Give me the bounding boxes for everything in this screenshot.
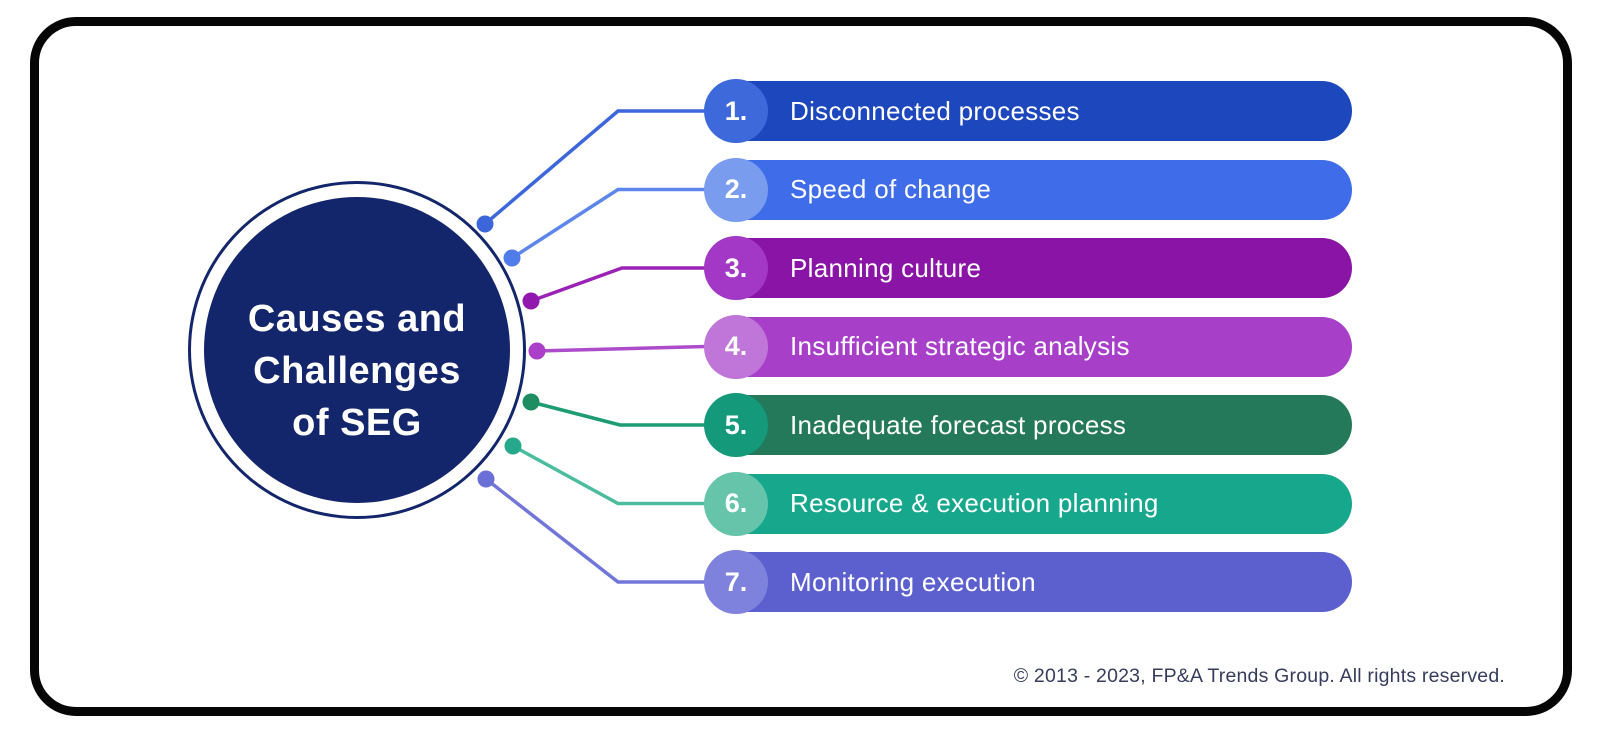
connector-line-7 [484, 477, 706, 584]
connector-dot-7 [477, 470, 495, 488]
cause-label-1: Disconnected processes [790, 95, 1080, 126]
connector-line-4 [536, 344, 707, 353]
cause-bar-7: 7. Monitoring execution [704, 550, 1352, 614]
cause-label-2: Speed of change [790, 174, 992, 204]
central-title: Causes and Challenges of SEG [248, 293, 466, 449]
connector-dot-2 [503, 249, 521, 267]
cause-bar-6: 6. Resource & execution planning [704, 471, 1352, 536]
connector-line-5 [530, 400, 706, 427]
cause-number-7: 7. [724, 566, 748, 597]
connector-dot-1 [476, 215, 494, 233]
connector-dot-4 [528, 342, 546, 360]
cause-bar-4: 4. Insufficient strategic analysis [704, 314, 1352, 379]
cause-number-3: 3. [724, 252, 748, 283]
outer-frame [30, 17, 1572, 716]
connector-line-6 [512, 444, 706, 506]
cause-number-2: 2. [724, 174, 748, 204]
cause-number-badge-4: 4. [704, 314, 768, 379]
cause-label-7: Monitoring execution [790, 566, 1036, 597]
cause-bar-1: 1. Disconnected processes [704, 79, 1352, 143]
cause-number-4: 4. [724, 331, 748, 361]
cause-bar-3: 3. Planning culture [704, 236, 1352, 300]
copyright-text: © 2013 - 2023, FP&A Trends Group. All ri… [1013, 665, 1505, 687]
cause-label-6: Resource & execution planning [790, 488, 1159, 518]
cause-label-3: Planning culture [790, 252, 982, 283]
cause-number-badge-2: 2. [704, 157, 768, 222]
cause-label-5: Inadequate forecast process [790, 409, 1127, 440]
cause-number-1: 1. [724, 95, 748, 126]
central-title-line-2: Challenges [253, 350, 461, 392]
cause-number-6: 6. [724, 488, 748, 518]
connector-line-2 [511, 187, 706, 260]
connector-line-1 [483, 109, 706, 226]
connector-dot-3 [522, 292, 540, 310]
cause-bar-5: 5. Inadequate forecast process [704, 393, 1352, 457]
cause-label-4: Insufficient strategic analysis [790, 331, 1130, 361]
cause-number-badge-6: 6. [704, 471, 768, 536]
cause-number-5: 5. [724, 409, 748, 440]
cause-number-badge-5: 5. [704, 393, 768, 457]
connector-dot-6 [504, 437, 522, 455]
central-title-line-3: of SEG [292, 402, 422, 444]
central-title-line-1: Causes and [247, 298, 467, 340]
cause-number-badge-3: 3. [704, 236, 768, 300]
connector-dot-5 [522, 393, 540, 411]
central-circle: Causes and Challenges of SEG [204, 197, 510, 503]
cause-bar-2: 2. Speed of change [704, 157, 1352, 222]
cause-number-badge-1: 1. [704, 79, 768, 143]
connector-line-3 [530, 266, 706, 303]
cause-number-badge-7: 7. [704, 550, 768, 614]
